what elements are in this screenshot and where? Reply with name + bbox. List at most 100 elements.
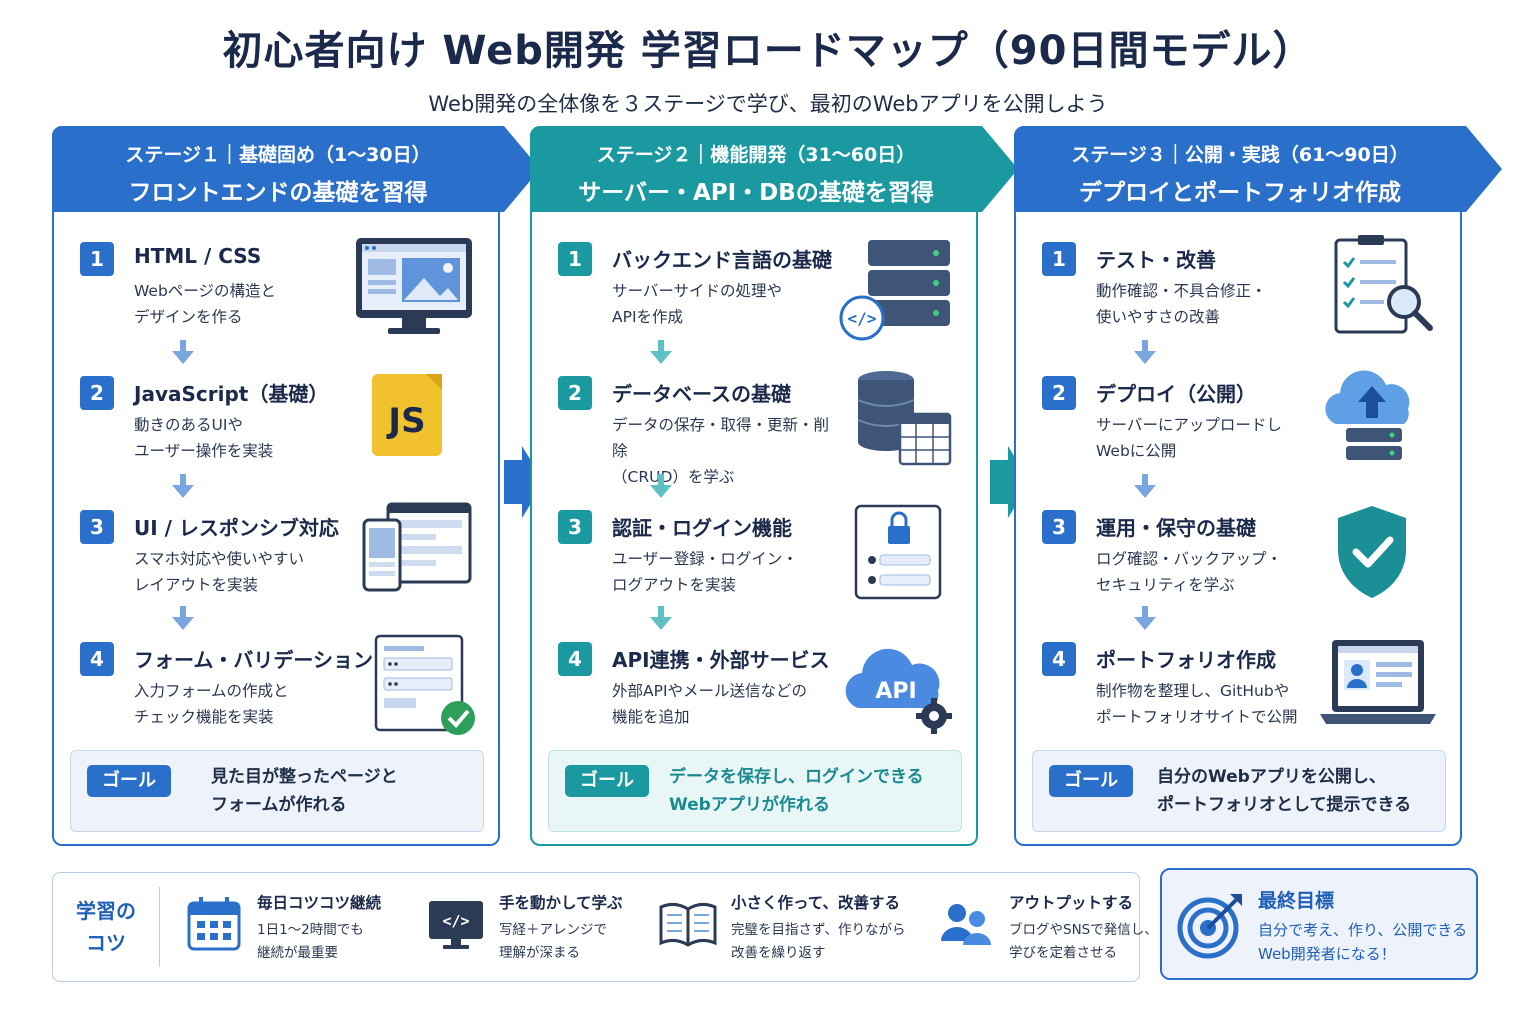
stage-3-goal: ゴール 自分のWebアプリを公開し、 ポートフォリオとして提示できる <box>1032 750 1446 832</box>
down-arrow-icon <box>1134 474 1156 498</box>
down-arrow-icon <box>1134 340 1156 364</box>
step-description: 制作物を整理し、GitHubや ポートフォリオサイトで公開 <box>1096 682 1298 726</box>
learning-tips-panel: 学習の コツ 毎日コツコツ継続 1日1〜2時間でも 継続が最重要 </> 手を動… <box>52 872 1158 982</box>
step-title: 運用・保守の基礎 <box>1096 516 1256 540</box>
stage-2-panel: ステージ２｜機能開発（31〜60日） サーバー・API・DBの基礎を習得 1 バ… <box>530 126 1018 846</box>
step-description: データの保存・取得・更新・削除 （CRUD）を学ぶ <box>612 416 830 486</box>
step-number: 2 <box>80 376 114 410</box>
step-number: 4 <box>80 642 114 676</box>
stage-1-step-4: 4 フォーム・バリデーション 入力フォームの作成と チェック機能を実装 <box>78 632 478 742</box>
server-code-icon: </> <box>839 240 950 341</box>
code-monitor-icon: </> <box>429 901 483 949</box>
step-title: 認証・ログイン機能 <box>612 516 792 540</box>
checklist-magnifier-icon <box>1334 235 1433 334</box>
tips-label: 学習の コツ <box>76 899 136 955</box>
people-icon <box>941 904 991 945</box>
down-arrow-icon <box>1134 606 1156 630</box>
page-title: 初心者向け Web開発 学習ロードマップ（90日間モデル） <box>222 28 1314 74</box>
stage-2-header: ステージ２｜機能開発（31〜60日） サーバー・API・DBの基礎を習得 <box>530 126 1018 212</box>
stage-2-step-3: 3 認証・ログイン機能 ユーザー登録・ログイン・ ログアウトを実装 <box>556 500 956 610</box>
step-description: ユーザー登録・ログイン・ ログアウトを実装 <box>612 550 798 594</box>
goal-badge: ゴール <box>565 765 649 797</box>
step-title: デプロイ（公開） <box>1096 382 1256 406</box>
step-number: 2 <box>1042 376 1076 410</box>
down-arrow-icon <box>172 606 194 630</box>
stage-2-goal: ゴール データを保存し、ログインできる Webアプリが作れる <box>548 750 962 832</box>
stage-1-title: フロントエンドの基礎を習得 <box>128 180 428 206</box>
step-description: 動作確認・不具合修正・ 使いやすさの改善 <box>1096 282 1267 326</box>
stage-2-step-1: 1 バックエンド言語の基礎 サーバーサイドの処理や APIを作成 </> <box>556 232 956 342</box>
form-check-icon <box>374 634 475 735</box>
stage-1-period: ステージ１｜基礎固め（1〜30日） <box>125 144 431 166</box>
stage-3-step-1: 1 テスト・改善 動作確認・不具合修正・ 使いやすさの改善 <box>1040 232 1440 342</box>
step-title: バックエンド言語の基礎 <box>612 248 832 272</box>
step-number: 1 <box>558 242 592 276</box>
goal-badge: ゴール <box>1049 765 1133 797</box>
js-icon: JS <box>372 374 442 456</box>
stage-1-header: ステージ１｜基礎固め（1〜30日） フロントエンドの基礎を習得 <box>52 126 540 212</box>
stage-transition-arrow-icon <box>504 446 544 518</box>
stage-1-goal: ゴール 見た目が整ったページと フォームが作れる <box>70 750 484 832</box>
down-arrow-icon <box>650 474 672 498</box>
goal-badge: ゴール <box>87 765 171 797</box>
step-title: JavaScript（基礎） <box>134 382 329 406</box>
step-title: HTML / CSS <box>134 244 262 268</box>
database-table-icon <box>857 371 952 466</box>
login-lock-icon <box>854 504 942 600</box>
stage-3-title: デプロイとポートフォリオ作成 <box>1079 180 1401 206</box>
open-book-icon <box>659 902 717 947</box>
step-description: 動きのあるUIや ユーザー操作を実装 <box>134 416 274 460</box>
goal-text: データを保存し、ログインできる Webアプリが作れる <box>669 767 924 815</box>
goal-text: 見た目が整ったページと フォームが作れる <box>211 767 398 815</box>
down-arrow-icon <box>172 474 194 498</box>
stage-2-period: ステージ２｜機能開発（31〜60日） <box>596 144 916 166</box>
calendar-icon <box>187 897 241 951</box>
step-number: 3 <box>558 510 592 544</box>
stage-1-step-1: 1 HTML / CSS Webページの構造と デザインを作る <box>78 232 478 342</box>
step-title: データベースの基礎 <box>612 382 791 406</box>
step-number: 3 <box>80 510 114 544</box>
shield-check-icon <box>1338 506 1406 598</box>
step-title: UI / レスポンシブ対応 <box>134 516 339 540</box>
stage-2-step-2: 2 データベースの基礎 データの保存・取得・更新・削除 （CRUD）を学ぶ <box>556 366 956 486</box>
responsive-devices-icon <box>362 502 472 592</box>
page-subtitle: Web開発の全体像を３ステージで学び、最初のWebアプリを公開しよう <box>428 92 1108 116</box>
js-icon-label: JS <box>386 401 425 441</box>
stage-3-panel: ステージ３｜公開・実践（61〜90日） デプロイとポートフォリオ作成 1 テスト… <box>1014 126 1502 846</box>
svg-text:</>: </> <box>442 912 469 930</box>
step-number: 1 <box>80 242 114 276</box>
stage-1-panel: ステージ１｜基礎固め（1〜30日） フロントエンドの基礎を習得 1 HTML /… <box>52 126 540 846</box>
tip-description: 写経＋アレンジで 理解が深まる <box>499 922 607 961</box>
step-description: ログ確認・バックアップ・ セキュリティを学ぶ <box>1096 550 1283 594</box>
down-arrow-icon <box>650 606 672 630</box>
stage-2-step-4: 4 API連携・外部サービス 外部APIやメール送信などの 機能を追加 API <box>556 632 956 742</box>
step-number: 4 <box>558 642 592 676</box>
step-description: サーバーにアップロードし Webに公開 <box>1096 416 1282 460</box>
laptop-portfolio-icon <box>1320 640 1436 724</box>
step-number: 4 <box>1042 642 1076 676</box>
tip-title: 毎日コツコツ継続 <box>257 894 382 912</box>
final-goal-description: 自分で考え、作り、公開できる Web開発者になる！ <box>1258 921 1468 963</box>
stage-3-header: ステージ３｜公開・実践（61〜90日） デプロイとポートフォリオ作成 <box>1014 126 1502 212</box>
stage-3-step-2: 2 デプロイ（公開） サーバーにアップロードし Webに公開 <box>1040 366 1440 476</box>
api-icon-label: API <box>875 679 916 704</box>
stage-transition-arrow-icon <box>990 446 1030 518</box>
svg-text:</>: </> <box>848 309 877 328</box>
tip-title: 小さく作って、改善する <box>731 894 900 912</box>
step-description: 入力フォームの作成と チェック機能を実装 <box>134 682 289 726</box>
step-title: ポートフォリオ作成 <box>1096 648 1276 672</box>
step-number: 1 <box>1042 242 1076 276</box>
target-icon <box>1177 894 1242 959</box>
step-description: Webページの構造と デザインを作る <box>134 282 276 326</box>
api-cloud-icon: API <box>845 648 952 734</box>
stage-1-step-3: 3 UI / レスポンシブ対応 スマホ対応や使いやすい レイアウトを実装 <box>78 500 478 610</box>
step-description: サーバーサイドの処理や APIを作成 <box>612 282 783 326</box>
stage-3-step-3: 3 運用・保守の基礎 ログ確認・バックアップ・ セキュリティを学ぶ <box>1040 500 1440 610</box>
stage-3-period: ステージ３｜公開・実践（61〜90日） <box>1071 144 1409 166</box>
step-title: API連携・外部サービス <box>612 648 830 672</box>
tip-description: 1日1〜2時間でも 継続が最重要 <box>257 922 364 961</box>
tip-title: 手を動かして学ぶ <box>499 894 623 912</box>
down-arrow-icon <box>172 340 194 364</box>
down-arrow-icon <box>650 340 672 364</box>
monitor-icon <box>356 238 472 334</box>
